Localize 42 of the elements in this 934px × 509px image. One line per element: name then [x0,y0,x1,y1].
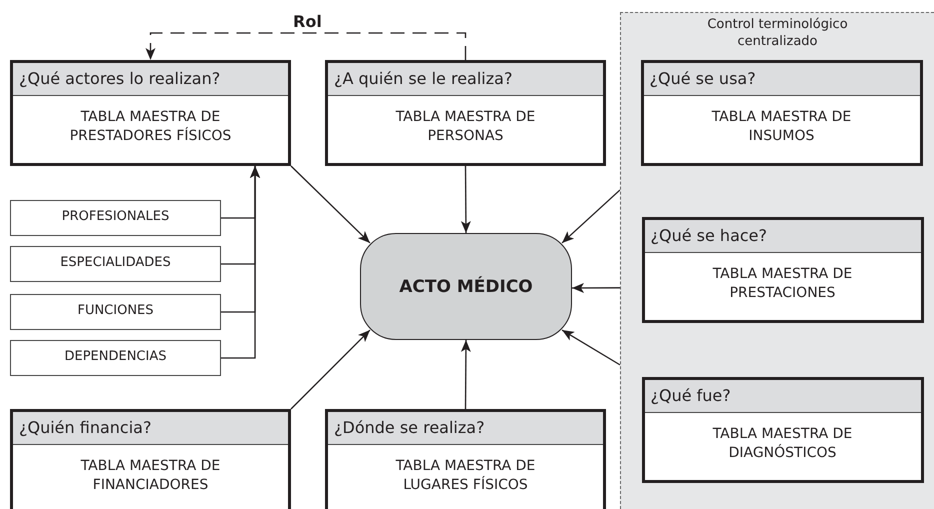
question-header: ¿Qué se hace? [644,220,920,252]
question-header: ¿A quién se le realiza? [328,63,603,96]
group-panel [620,12,934,509]
dashed-arrow [146,32,466,60]
arrow [460,340,471,409]
center-box [360,233,572,340]
table-name: TABLA MAESTRA DE DIAGNÓSTICOS [712,424,854,462]
list-box [10,246,221,282]
arrow [572,282,620,293]
list-label: PROFESIONALES [62,209,170,224]
table-card [325,60,606,166]
table-name: TABLA MAESTRA DE INSUMOS [710,108,852,146]
arrow [562,189,620,244]
arrow [460,166,471,233]
table-card [10,60,291,166]
list-label: ESPECIALIDADES [60,255,171,270]
question-header: ¿Dónde se realiza? [328,412,603,445]
list-label: FUNCIONES [77,303,154,318]
table-card [642,216,924,322]
panel-title: Control terminológico centralizado [706,16,849,50]
arrow [290,330,370,410]
list-box [10,340,221,376]
arrow [562,330,620,366]
table-name: TABLA MAESTRA DE LUGARES FÍSICOS [394,457,536,495]
list-label: DEPENDENCIAS [64,349,166,364]
list-box [10,200,221,236]
table-card [10,409,291,509]
table-card [325,409,606,509]
table-card [642,376,924,482]
question-header: ¿Qué fue? [644,380,920,412]
arrow [290,166,370,244]
center-label: ACTO MÉDICO [399,276,533,296]
question-header: ¿Qué actores lo realizan? [13,63,288,96]
table-card [640,60,922,166]
list-box [10,294,221,330]
table-name: TABLA MAESTRA DE PRESTADORES FÍSICOS [68,108,232,146]
question-header: ¿Quién financia? [13,412,288,445]
question-header: ¿Qué se usa? [644,62,920,96]
table-name: TABLA MAESTRA DE PERSONAS [394,108,536,146]
table-name: TABLA MAESTRA DE PRESTACIONES [712,264,854,302]
table-name: TABLA MAESTRA DE FINANCIADORES [80,457,222,495]
arrow [221,166,260,359]
